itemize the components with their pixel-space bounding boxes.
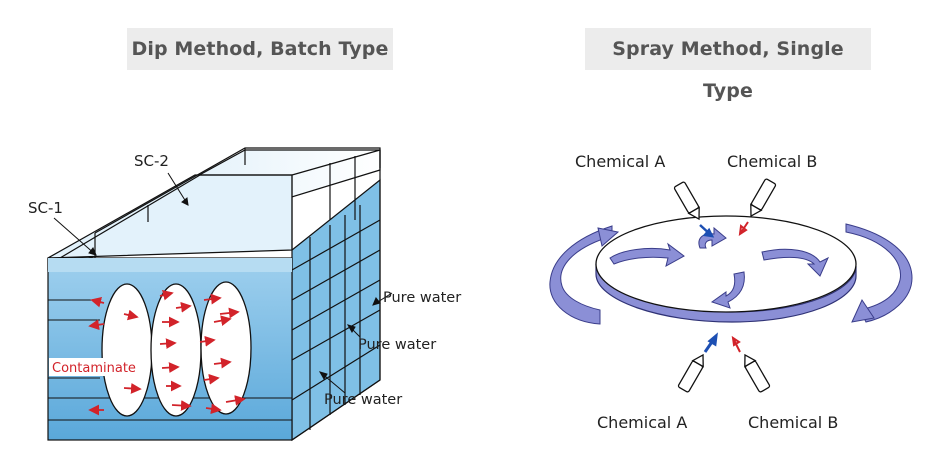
- spray-arrow-a-top: [699, 224, 715, 238]
- dip-tank-group: SC-1 SC-2 Contaminate Pure water Pure wa…: [28, 147, 461, 442]
- label-sc2: SC-2: [134, 152, 169, 170]
- nozzle-b-bottom: [744, 353, 771, 393]
- rotation-arrow-left: [549, 225, 613, 325]
- label-pure-water-1: Pure water: [383, 290, 461, 306]
- dip-leader-lines: [53, 172, 393, 394]
- label-pure-water-2: Pure water: [358, 337, 436, 353]
- label-chemical-a-top: Chemical A: [575, 152, 665, 171]
- label-chemical-a-bottom: Chemical A: [597, 413, 687, 432]
- nozzle-a-bottom: [677, 353, 704, 393]
- nozzles: [673, 178, 777, 393]
- spray-arrow-b-top: [738, 221, 749, 237]
- wafer-disk: [595, 215, 857, 313]
- label-chemical-b-top: Chemical B: [727, 152, 817, 171]
- contaminant-arrows: [88, 289, 246, 416]
- wafer-2: [150, 283, 202, 417]
- spray-method-title: Spray Method, Single Type: [585, 28, 871, 102]
- spray-arrow-a-bottom: [703, 332, 718, 353]
- swirl-arrow-1: [609, 242, 685, 267]
- spray-arrow-b-bottom: [731, 335, 741, 353]
- swirl-arrow-3: [710, 271, 745, 309]
- back-tanks: [47, 147, 381, 442]
- dip-method-title: Dip Method, Batch Type: [127, 28, 393, 70]
- label-sc1: SC-1: [28, 199, 63, 217]
- label-contaminate: Contaminate: [52, 361, 136, 376]
- nozzle-a-top: [673, 181, 700, 221]
- nozzle-b-top: [750, 178, 777, 218]
- label-pure-water-3: Pure water: [324, 392, 402, 408]
- label-chemical-b-bottom: Chemical B: [748, 413, 838, 432]
- swirl-arrow-4: [698, 226, 727, 249]
- wafers: [101, 281, 252, 417]
- rotation-arrow-right: [845, 223, 913, 323]
- spray-group: Chemical A Chemical B Chemical A Chemica…: [549, 152, 913, 432]
- wafer-3: [200, 281, 252, 415]
- wafer-1: [101, 283, 153, 417]
- swirl-arrow-2: [761, 248, 830, 277]
